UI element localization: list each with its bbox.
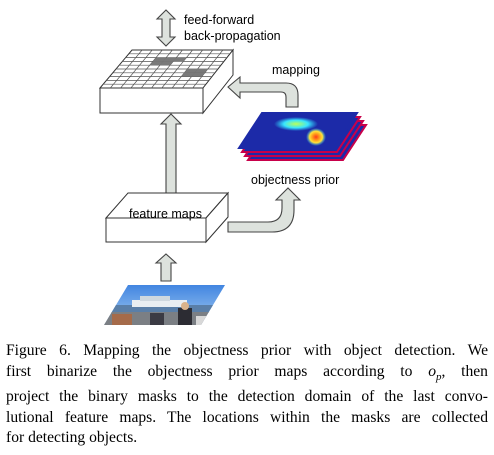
- detection-grid-box: [98, 48, 235, 115]
- caption-line-2-pre: first binarize the objectness prior maps…: [6, 362, 429, 380]
- figure-diagram: feed-forward back-propagation mapping ob…: [98, 9, 368, 325]
- diagram-canvas: [98, 9, 368, 325]
- label-feature-maps: feature maps: [129, 207, 202, 221]
- figure-caption: Figure 6. Mapping the objectness prior w…: [6, 341, 488, 449]
- grid-cell-highlight: [181, 72, 195, 77]
- caption-line-5: for detecting objects.: [6, 429, 138, 447]
- label-mapping: mapping: [272, 63, 320, 77]
- caption-line-2: first binarize the objectness prior maps…: [6, 362, 488, 388]
- caption-math-o: o: [428, 362, 436, 380]
- grid-cell-highlight: [194, 69, 208, 73]
- grid-cell-highlight: [152, 57, 167, 62]
- input-image: [104, 285, 225, 325]
- caption-line-3: project the binary masks to the detectio…: [6, 388, 488, 406]
- mapping-arrow-icon: [227, 75, 299, 108]
- feature-maps-box: [104, 191, 230, 244]
- grid-cell-highlight: [149, 61, 164, 66]
- label-back-propagation: back-propagation: [184, 29, 281, 43]
- caption-line-1: Figure 6. Mapping the objectness prior w…: [6, 342, 488, 359]
- grid-cell-highlight: [184, 69, 198, 73]
- objectness-prior-heatmaps: [237, 112, 368, 161]
- heatmap-hotspot: [306, 128, 326, 146]
- grid-cell-highlight: [173, 57, 187, 62]
- caption-math-sub: p: [435, 370, 442, 383]
- grid-cell-highlight: [159, 61, 174, 66]
- grid-line: [161, 49, 193, 89]
- feature-to-prior-arrow-icon: [227, 187, 302, 233]
- heatmap-blob: [274, 117, 318, 131]
- label-feed-forward: feed-forward: [184, 13, 255, 27]
- grid-cell-highlight: [163, 57, 177, 62]
- bottom-up-arrow-icon: [154, 253, 178, 282]
- caption-line-2-post: , then: [441, 362, 488, 380]
- up-arrow-icon: [159, 113, 183, 195]
- label-objectness-prior: objectness prior: [251, 173, 340, 187]
- grid-cell-highlight: [191, 72, 205, 77]
- double-arrow-icon: [155, 9, 177, 47]
- caption-line-4: lutional feature maps. The locations wit…: [6, 408, 488, 426]
